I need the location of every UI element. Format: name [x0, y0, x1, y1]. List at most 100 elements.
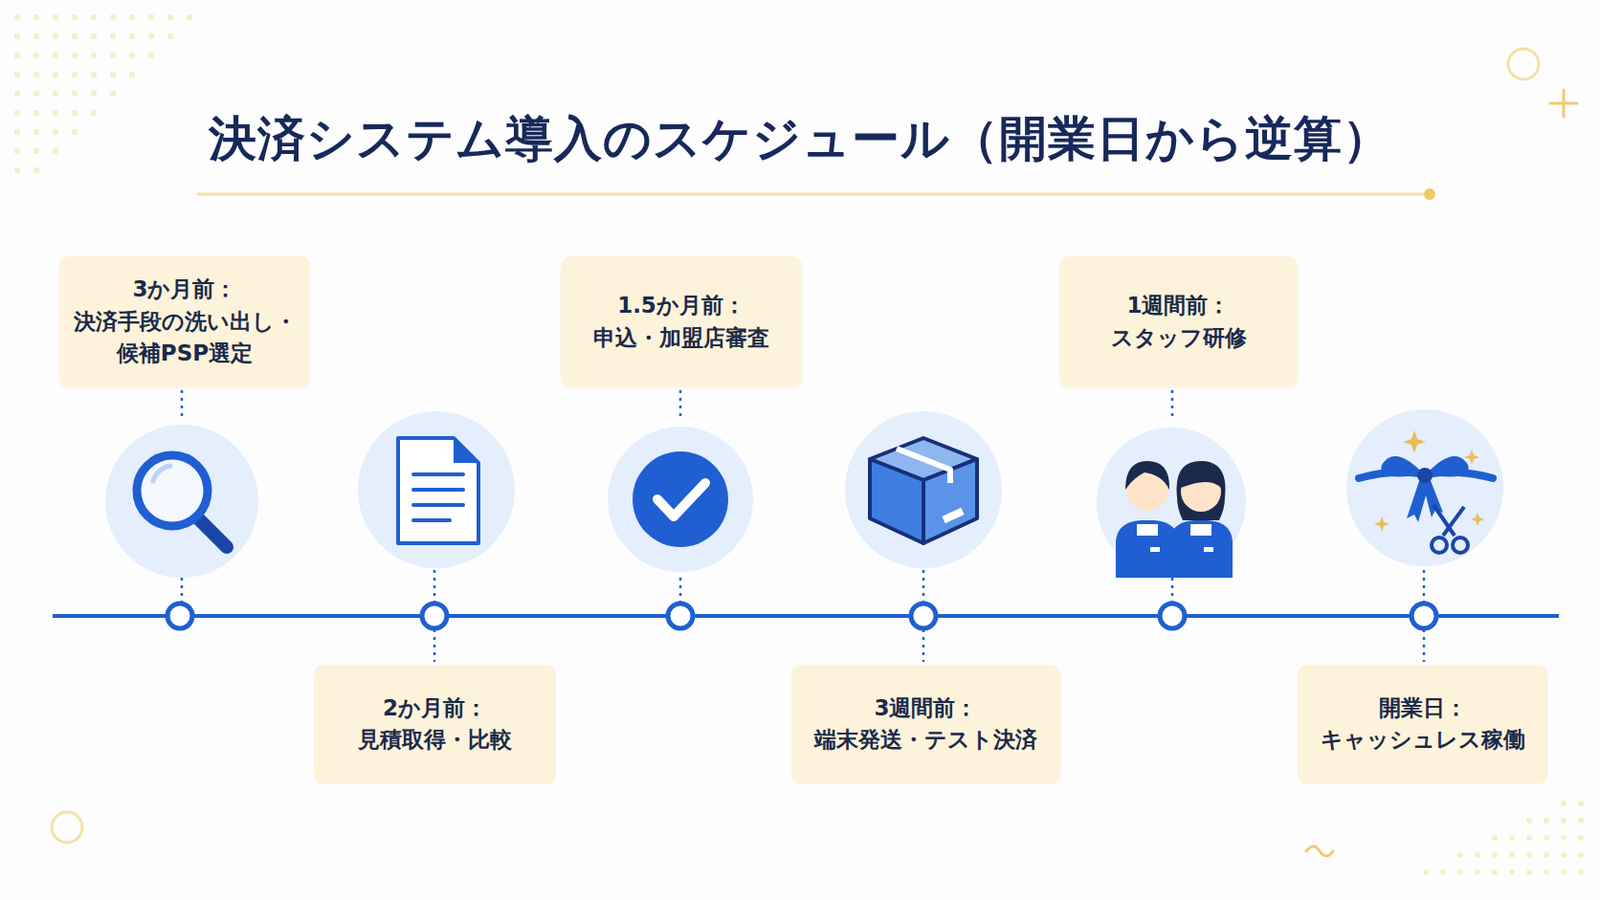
leader-line — [1171, 577, 1175, 603]
decor-dot — [1474, 852, 1481, 859]
title-underline-dot — [1423, 188, 1436, 200]
check-icon — [632, 451, 729, 548]
icon-circle — [357, 411, 515, 569]
scissor-blade — [1443, 507, 1465, 536]
scissors — [1431, 505, 1468, 554]
staff-icon — [1115, 461, 1233, 578]
decor-dot — [90, 33, 97, 40]
decor-dot — [14, 167, 21, 174]
icon-backgrounds — [105, 409, 1504, 578]
decor-dot — [1526, 818, 1533, 824]
staff-hair — [1177, 461, 1226, 521]
scissor-blade — [1433, 505, 1455, 536]
decor-dot — [1440, 869, 1446, 876]
timeline-dot — [1159, 603, 1185, 629]
decor-dot — [90, 110, 97, 116]
milestone-task: キャッシュレス稼働 — [1320, 724, 1526, 756]
title-underline — [197, 193, 1426, 197]
decor-dot — [1457, 869, 1464, 876]
decor-dot — [33, 129, 40, 135]
sparkle — [1464, 449, 1480, 466]
decor-dot — [33, 71, 40, 78]
decor-dot — [1543, 835, 1550, 842]
magnifier-glint — [153, 466, 171, 482]
milestone-time: 2か月前： — [382, 692, 488, 725]
milestone-time: 3か月前： — [132, 273, 237, 306]
decor-ring — [1508, 48, 1539, 80]
milestone-time: 1週間前： — [1126, 289, 1230, 322]
ribbon-icon — [1358, 430, 1493, 554]
decor-dot — [14, 110, 21, 116]
icon-circle — [1096, 427, 1246, 578]
decor-dot — [1543, 818, 1550, 824]
decor-dot — [52, 129, 59, 135]
staff-hair — [1180, 466, 1222, 489]
decor-dot — [1560, 869, 1567, 876]
milestone-time: 開業日： — [1378, 692, 1467, 725]
document-sheet — [398, 438, 479, 544]
decor-dot — [52, 90, 59, 97]
decor-dot — [33, 148, 40, 155]
decor-dot — [52, 33, 59, 40]
icon-circle — [105, 424, 259, 578]
decor-dot — [110, 14, 116, 21]
decor-dot — [33, 52, 40, 59]
leader-line — [180, 390, 184, 422]
decor-dot — [14, 148, 21, 155]
milestone-task: 見積取得・比較 — [357, 724, 512, 756]
milestone-task: スタッフ研修 — [1111, 322, 1247, 355]
scissor-handle — [1452, 537, 1468, 554]
milestone-callout: 3週間前：端末発送・テスト決済 — [791, 665, 1061, 784]
decor-dot — [167, 33, 174, 40]
milestone-callout: 1.5か月前：申込・加盟店審査 — [560, 256, 802, 388]
decor-dot — [1577, 800, 1584, 807]
sparkle — [1374, 516, 1390, 533]
decor-dot — [14, 52, 21, 59]
leader-line — [679, 577, 683, 603]
decor-dot — [71, 14, 78, 21]
document-lines — [413, 474, 464, 521]
decor-dot — [1577, 852, 1584, 859]
decor-dot — [110, 33, 116, 40]
leader-line — [922, 629, 926, 663]
timeline-dots — [167, 603, 1437, 629]
decor-plus — [1550, 89, 1578, 117]
decor-dot — [90, 71, 97, 78]
decor-dot — [148, 52, 155, 59]
decor-dot — [129, 14, 135, 21]
document-line — [413, 503, 464, 508]
decor-dot — [33, 110, 40, 116]
leader-line — [180, 577, 184, 603]
icon-circle — [1346, 409, 1504, 567]
decor-dot — [33, 14, 40, 21]
sparkle — [1402, 430, 1426, 454]
decor-dot — [14, 129, 21, 135]
decor-dots — [1422, 800, 1584, 876]
decor-dot — [14, 90, 21, 97]
decor-dot — [110, 71, 116, 78]
leader-line — [1422, 629, 1426, 663]
decor-dot — [1577, 818, 1584, 824]
decor-dot — [148, 33, 155, 40]
decor-dot — [71, 129, 78, 135]
decor-dot — [52, 52, 59, 59]
decor-dot — [71, 110, 78, 116]
decor-dot — [110, 90, 116, 97]
decor-dot — [1560, 818, 1567, 824]
milestone-time: 3週間前： — [873, 692, 978, 725]
decor-dot — [1543, 869, 1550, 876]
magnifier-icon — [136, 455, 227, 548]
diagram-title: 決済システム導入のスケジュール（開業日から逆算） — [0, 107, 1600, 172]
decor-dot — [129, 52, 135, 59]
decor-dot — [1543, 852, 1550, 859]
package-tape — [896, 448, 951, 484]
decor-dot — [52, 148, 59, 155]
decor-squiggle — [1306, 846, 1334, 857]
decor-dot — [148, 14, 155, 21]
package-left — [869, 459, 924, 544]
decor-dot — [1577, 835, 1584, 842]
ribbon-knot — [1417, 467, 1433, 484]
magnifier-handle — [196, 516, 227, 548]
milestone-time: 1.5か月前： — [617, 289, 746, 322]
